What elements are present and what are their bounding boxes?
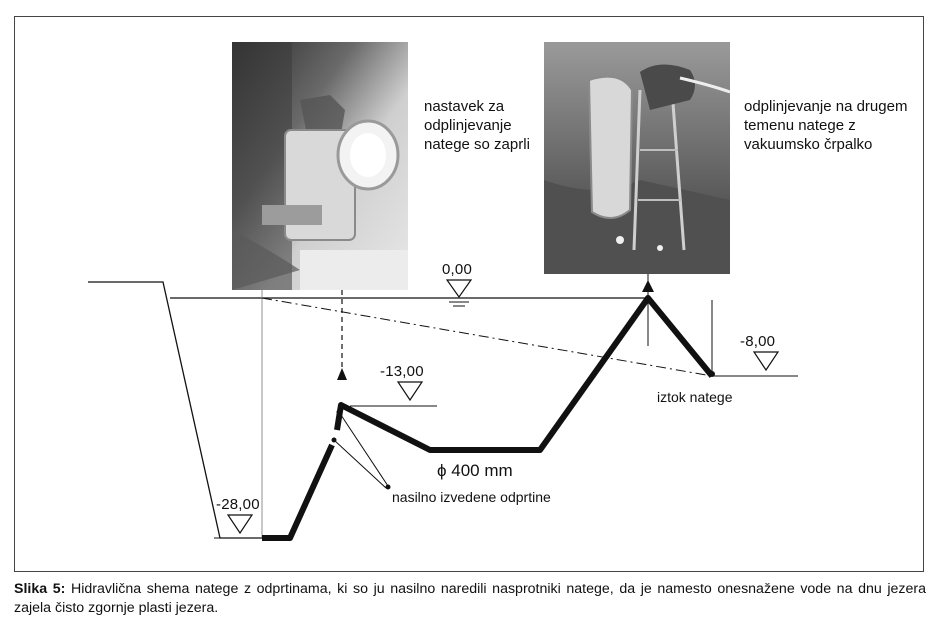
vents-label: nasilno izvedene odprtine (392, 489, 551, 505)
right-note-line-3: vakuumsko črpalko (744, 136, 873, 153)
crest-arrowhead (642, 280, 654, 292)
level-marker-bottom (226, 514, 254, 535)
outlet-dot (709, 371, 715, 377)
left-note-line-2: odplinjevanje (424, 117, 512, 134)
level-marker-vent (396, 381, 424, 402)
left-photo-note: nastavek za odplinjevanje natege so zapr… (424, 97, 530, 154)
vent-leader-dot (385, 484, 391, 490)
caption-prefix: Slika 5: (14, 581, 66, 597)
level-label-vent: -13,00 (380, 363, 424, 380)
pipe-diameter-label: ϕ 400 mm (437, 461, 513, 480)
figure-caption: Slika 5: Hidravlična shema natege z odpr… (14, 580, 926, 618)
right-note-line-2: temenu natege z (744, 117, 856, 134)
vent-leader-1 (338, 411, 389, 487)
siphon-pipe-upper (334, 295, 715, 453)
caption-text: Hidravlična shema natege z odprtinama, k… (14, 581, 926, 616)
vent-arrowhead (337, 368, 347, 380)
level-marker-outlet (752, 351, 780, 372)
outlet-label: iztok natege (657, 389, 733, 405)
level-label-bottom: -28,00 (216, 496, 260, 513)
left-note-line-1: nastavek za (424, 98, 505, 115)
right-photo (544, 42, 731, 274)
hydraulic-gradient-line (261, 297, 713, 377)
level-label-outlet: -8,00 (740, 333, 776, 350)
level-marker-surface (445, 279, 473, 307)
right-photo-note: odplinjevanje na drugem temenu natege z … (744, 97, 907, 154)
vent-leader-2 (333, 439, 387, 489)
siphon-pipe (262, 443, 335, 541)
left-photo (232, 42, 408, 290)
left-note-line-3: natege so zaprli (424, 136, 530, 153)
level-label-surface: 0,00 (442, 261, 472, 278)
right-note-line-1: odplinjevanje na drugem (744, 98, 908, 115)
